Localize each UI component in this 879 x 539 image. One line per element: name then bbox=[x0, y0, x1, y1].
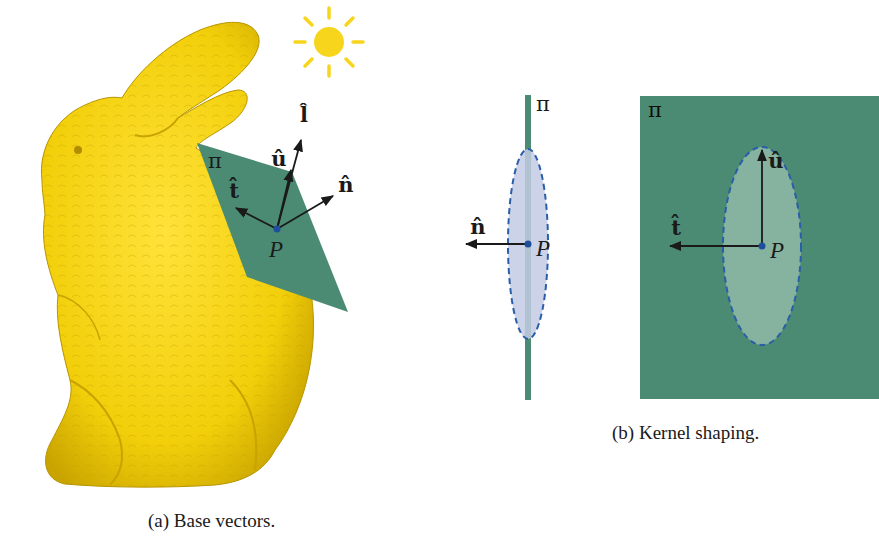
vector-label: n̂ bbox=[338, 174, 353, 195]
point-p bbox=[274, 226, 281, 233]
u-arrow bbox=[761, 150, 763, 246]
plane-label: π bbox=[208, 151, 222, 172]
plane-label: π bbox=[648, 100, 662, 121]
point-p bbox=[525, 241, 532, 248]
plane-front bbox=[640, 96, 879, 399]
base-vectors bbox=[236, 140, 333, 229]
normal-arrow bbox=[466, 243, 528, 245]
tangent-plane bbox=[197, 143, 348, 312]
vector-label: n̂ bbox=[470, 216, 485, 237]
point-label: P bbox=[770, 239, 784, 262]
t-arrow bbox=[670, 245, 762, 247]
vector-label: û bbox=[271, 148, 286, 169]
vector-label: t̂ bbox=[671, 217, 681, 238]
point-label: P bbox=[269, 238, 283, 261]
point-label: P bbox=[536, 237, 550, 260]
bunny-illustration bbox=[41, 22, 313, 487]
plane-label: π bbox=[536, 94, 550, 115]
point-p bbox=[759, 243, 766, 250]
vector-label: l̂ bbox=[300, 104, 308, 125]
subcaption: (a) Base vectors. bbox=[148, 511, 275, 530]
vector-label: t̂ bbox=[229, 180, 239, 201]
subcaption: (b) Kernel shaping. bbox=[612, 423, 759, 442]
vector-label: û bbox=[768, 150, 783, 171]
sun-symbol bbox=[295, 8, 363, 76]
